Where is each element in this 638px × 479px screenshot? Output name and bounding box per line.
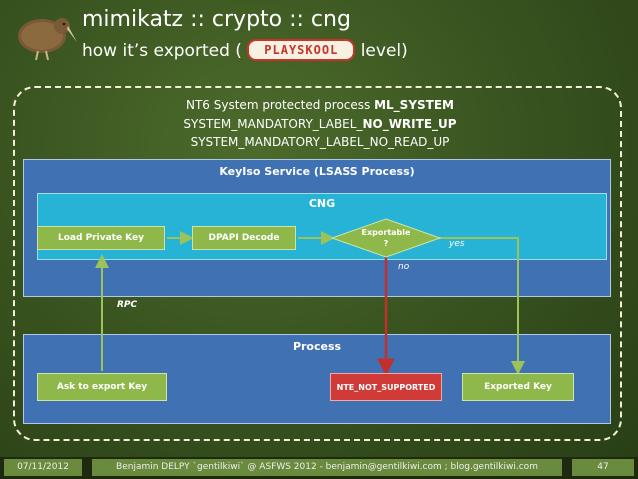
footer: 07/11/2012 Benjamin DELPY `gentilkiwi` @… [0,457,638,479]
slide-subtitle: how it’s exported ( PLAYSKOOL level) [82,39,408,62]
exportable-decision-node: Exportable ? [352,223,420,253]
kiwi-logo-icon [18,18,77,61]
protection-line-1-text: NT6 System protected process [186,98,375,112]
protection-line-1-bold: ML_SYSTEM [374,98,454,112]
protection-line-2-text: SYSTEM_MANDATORY_LABEL_ [183,117,363,131]
protected-process-boundary [13,86,622,441]
footer-page-number: 47 [572,459,634,476]
exportable-line-1: Exportable [361,228,411,237]
keyiso-title: KeyIso Service (LSASS Process) [219,165,415,178]
cng-title: CNG [308,197,336,210]
no-label: no [398,262,410,272]
subtitle-prefix: how it’s exported ( [82,41,242,61]
arrow-exportable-yes [438,237,525,375]
rpc-label: RPC [117,300,138,310]
yes-label: yes [449,239,465,249]
footer-date: 07/11/2012 [4,459,82,476]
process-title: Process [292,340,342,353]
exported-key-node: Exported Key [462,373,574,401]
footer-author: Benjamin DELPY `gentilkiwi` @ ASFWS 2012… [92,459,562,476]
nte-not-supported-node: NTE_NOT_SUPPORTED [330,373,442,401]
dpapi-decode-node: DPAPI Decode [192,226,296,250]
protection-line-2: SYSTEM_MANDATORY_LABEL_NO_WRITE_UP [100,116,540,132]
playskool-level-badge: PLAYSKOOL [247,39,356,61]
exportable-decision-shape [330,218,442,258]
protection-line-1: NT6 System protected process ML_SYSTEM [100,97,540,113]
protection-line-3: SYSTEM_MANDATORY_LABEL_NO_READ_UP [190,135,450,149]
protection-line-2-bold: NO_WRITE_UP [362,117,457,131]
ask-to-export-key-node: Ask to export Key [37,373,167,401]
slide-title: mimikatz :: crypto :: cng [82,7,351,32]
exportable-line-2: ? [383,239,389,248]
subtitle-suffix: level) [360,41,408,61]
load-private-key-node: Load Private Key [37,226,165,250]
